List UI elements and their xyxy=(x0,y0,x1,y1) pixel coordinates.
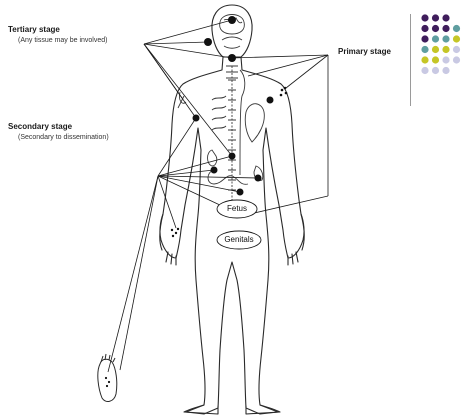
grid-dot xyxy=(442,56,449,63)
aorta xyxy=(240,70,245,175)
site-marker xyxy=(211,167,218,174)
grid-dot xyxy=(442,46,449,53)
grid-dot xyxy=(421,14,428,21)
divider-rule xyxy=(410,14,411,106)
grid-dot xyxy=(421,56,428,63)
right-foot xyxy=(246,405,280,414)
site-marker xyxy=(228,54,236,62)
site-marker xyxy=(267,97,274,104)
grid-dot xyxy=(442,14,449,21)
tertiary-stage-subtitle: (Any tissue may be involved) xyxy=(18,37,107,44)
grid-dot xyxy=(432,25,439,32)
genitals-label: Genitals xyxy=(217,235,261,244)
site-marker xyxy=(193,115,200,122)
grid-dot xyxy=(432,46,439,53)
site-marker xyxy=(255,175,262,182)
site-marker xyxy=(229,153,236,160)
grid-dot xyxy=(432,14,439,21)
grid-dot xyxy=(421,25,428,32)
grid-dot xyxy=(453,35,460,42)
head xyxy=(212,5,252,57)
grid-dot xyxy=(442,35,449,42)
fetus-label: Fetus xyxy=(215,204,259,213)
heart xyxy=(245,104,264,142)
site-marker xyxy=(237,189,244,196)
grid-dot xyxy=(442,67,449,74)
grid-dot xyxy=(421,67,428,74)
face xyxy=(222,37,242,48)
secondary-stage-subtitle: (Secondary to dissemination) xyxy=(18,134,109,141)
grid-dot xyxy=(421,35,428,42)
tertiary-stage-title: Tertiary stage xyxy=(8,25,60,34)
grid-dot xyxy=(421,46,428,53)
ribs xyxy=(212,96,226,130)
secondary-stage-title: Secondary stage xyxy=(8,122,72,131)
kidney xyxy=(208,150,217,166)
decorative-dot-grid xyxy=(421,14,460,74)
left-foot xyxy=(184,405,218,414)
grid-dot xyxy=(442,25,449,32)
grid-dot xyxy=(453,56,460,63)
grid-dot xyxy=(432,67,439,74)
primary-stage-title: Primary stage xyxy=(338,47,391,56)
site-marker xyxy=(204,38,212,46)
tertiary-pointer-lines xyxy=(144,20,232,156)
grid-dot xyxy=(453,46,460,53)
foot-sole xyxy=(98,354,117,401)
primary-pointer-lines xyxy=(232,55,328,214)
grid-dot xyxy=(432,35,439,42)
left-arm-bone xyxy=(178,96,184,108)
grid-dot xyxy=(453,25,460,32)
grid-dot xyxy=(432,56,439,63)
site-marker xyxy=(228,16,236,24)
